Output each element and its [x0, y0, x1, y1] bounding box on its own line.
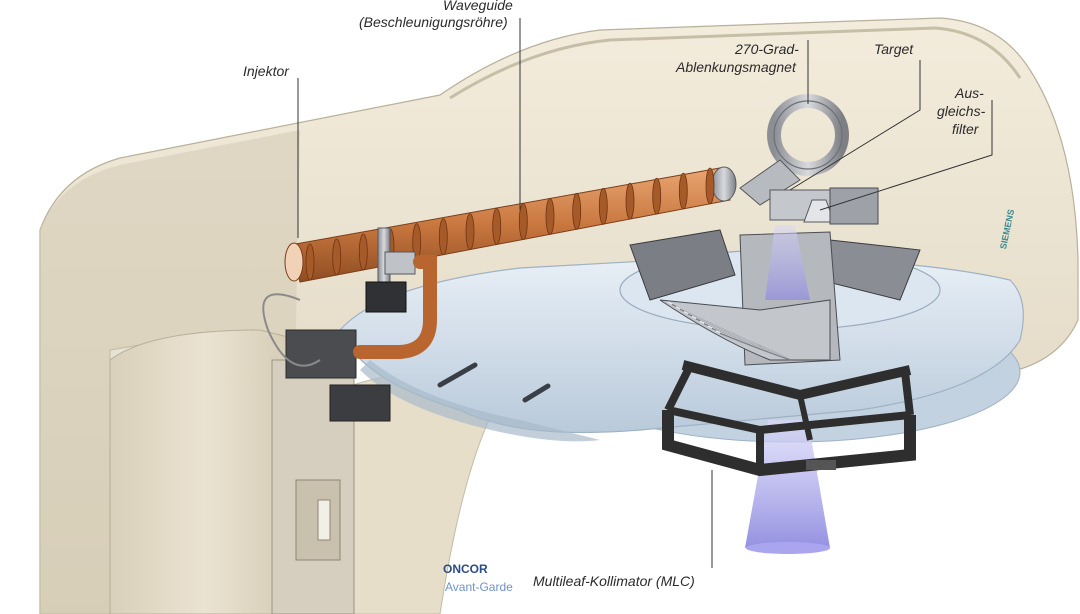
product-name-oncor: ONCOR — [443, 562, 488, 576]
product-name-avant-garde: Avant-Garde — [445, 580, 513, 594]
label-magnet-line2: Ablenkungsmagnet — [676, 59, 796, 75]
leader-target — [789, 60, 921, 191]
waveguide-cavity-ring — [465, 213, 475, 251]
waveguide-cavity-ring — [572, 192, 582, 230]
head-slot-2 — [522, 383, 551, 403]
waveguide-cavity-ring — [358, 233, 368, 271]
beam-field — [746, 542, 830, 554]
waveguide-cavity-ring — [492, 208, 502, 245]
waveguide-cavity-ring — [332, 238, 342, 276]
beam-upper — [765, 225, 810, 300]
waveguide-cavity-ring — [518, 203, 528, 240]
waveguide-cavity-ring — [705, 167, 715, 205]
waveguide-cavity-ring — [678, 172, 688, 210]
rf-coupler-upper — [285, 329, 357, 379]
label-filter-line2: gleichs- — [937, 103, 986, 119]
waveguide-cavity-ring — [305, 243, 315, 281]
waveguide-cavities — [305, 167, 715, 281]
head-disc-shadow — [360, 360, 600, 442]
waveguide-cavity-ring — [438, 218, 448, 256]
beam-lower — [745, 420, 830, 548]
circulator — [365, 281, 407, 313]
mlc-leaves — [667, 301, 791, 361]
label-mlc: Multileaf-Kollimator (MLC) — [533, 573, 695, 589]
accessory-frame — [662, 360, 916, 477]
collimator-jaw-left — [629, 229, 736, 301]
head-slot-1 — [437, 362, 478, 388]
label-waveguide-sub: (Beschleunigungsröhre) — [359, 14, 508, 30]
gantry-housing-rim — [449, 26, 1022, 100]
rf-coupler-lower — [329, 384, 391, 422]
gantry-lower-arm — [109, 329, 301, 614]
label-injektor: Injektor — [243, 63, 289, 79]
feed-pipe — [353, 255, 437, 359]
rf-cable — [262, 293, 321, 367]
label-waveguide: Waveguide — [443, 0, 513, 13]
label-filter-line1: Aus- — [955, 85, 984, 101]
label-filter-line3: filter — [952, 121, 979, 137]
label-magnet-line1: 270-Grad- — [735, 41, 799, 57]
waveguide-cavity-ring — [598, 187, 608, 225]
leader-filter — [819, 100, 993, 211]
rf-waveguide-label-plate — [317, 499, 331, 541]
leader-lines — [297, 18, 993, 568]
injector-block — [384, 251, 416, 275]
waveguide-cavity-ring — [545, 197, 555, 235]
waveguide-cavity-ring — [652, 177, 662, 215]
mlc-leaf-bank — [659, 299, 831, 361]
waveguide-cavity-ring — [625, 182, 635, 220]
accessory-latch — [806, 460, 836, 470]
mlc-leaf — [719, 332, 791, 361]
label-target: Target — [874, 41, 914, 57]
